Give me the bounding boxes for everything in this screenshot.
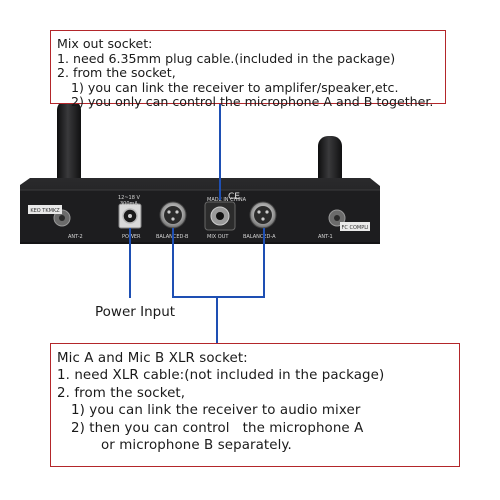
xlr-line-3: 1) you can link the receiver to audio mi…	[71, 403, 361, 419]
mix-out-line-4: 2) you only can control the microphone A…	[71, 94, 434, 110]
mix-out-callout: Mix out socket: 1. need 6.35mm plug cabl…	[50, 30, 446, 109]
xlr-b-connector	[172, 228, 265, 298]
sticker-right-text: FC COMPLI	[342, 225, 369, 231]
mix-out-callout-title: Mix out socket:	[57, 36, 153, 51]
ant2-label: ANT-2	[68, 234, 83, 240]
mix-out-line-3: 1) you can link the receiver to amplifer…	[71, 79, 399, 95]
xlr-line-4: 2) then you can control the microphone A	[71, 420, 364, 436]
ant1-label: ANT-1	[318, 234, 333, 240]
xlr-line-2: 2. from the socket,	[57, 385, 186, 401]
xlr-callout: Mic A and Mic B XLR socket: 1. need XLR …	[50, 343, 460, 467]
mix-out-line-2: 2. from the socket,	[57, 65, 176, 81]
sticker-right	[340, 222, 370, 231]
antenna-left	[57, 100, 81, 200]
current-label: 300mA	[120, 201, 138, 207]
xlr-line-5: or microphone B separately.	[101, 438, 292, 454]
made-in-label: MADE IN CHINA	[207, 197, 247, 203]
power-input-label: Power Input	[95, 304, 176, 320]
mix-out-line-1: 1. need 6.35mm plug cable.(included in t…	[57, 50, 396, 66]
connector-lines	[129, 104, 265, 343]
sticker-left	[28, 205, 62, 214]
balanced-a-label: BALANCED-A	[243, 234, 276, 240]
sticker-left-text: KEO TKMKZ	[30, 208, 60, 214]
receiver-back-panel	[20, 190, 380, 242]
voltage-label: 12~18 V	[118, 195, 141, 201]
mix-out-label: MIX OUT	[207, 234, 229, 240]
xlr-line-1: 1. need XLR cable:(not included in the p…	[57, 368, 385, 384]
power-panel-label: POWER	[122, 234, 141, 240]
xlr-callout-title: Mic A and Mic B XLR socket:	[57, 351, 248, 366]
ce-mark: CE	[228, 192, 240, 202]
